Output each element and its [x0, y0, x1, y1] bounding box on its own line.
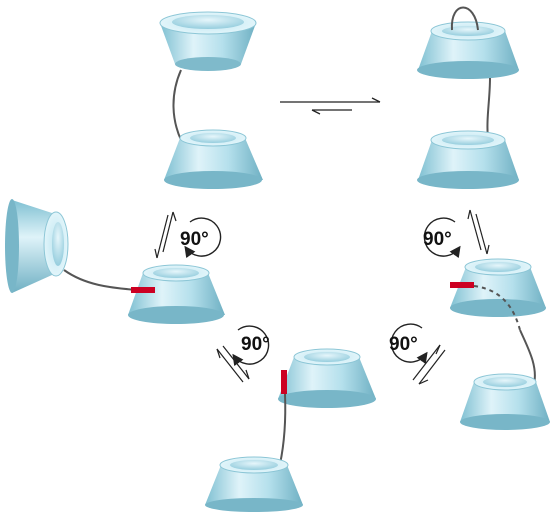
upright-cone — [450, 258, 546, 317]
red-marker — [131, 287, 155, 293]
bottom-center-pair — [205, 348, 376, 512]
equilibrium-arrows-upper-left — [154, 211, 177, 259]
tether-loop — [450, 6, 479, 31]
lower-cone — [460, 373, 550, 430]
lower-cone — [205, 456, 303, 512]
rotation-arrow-upper-left: 90° — [180, 217, 222, 259]
rotation-label: 90° — [389, 334, 418, 355]
left-side-pair — [5, 199, 225, 324]
inverted-cone — [159, 11, 257, 71]
tether-line — [63, 269, 139, 291]
right-side-pair — [450, 258, 550, 430]
top-left-pair — [159, 11, 263, 189]
upper-cone — [417, 21, 519, 79]
tether-line — [172, 69, 182, 141]
lower-cone — [417, 130, 519, 189]
equilibrium-arrows-upper-right — [467, 209, 490, 255]
dashed-tether — [473, 285, 521, 331]
upright-cone — [164, 129, 263, 189]
tether-line — [279, 393, 287, 465]
sideways-cone — [5, 199, 69, 293]
rotation-arrow-lower-left: 90° — [232, 325, 270, 367]
red-marker — [281, 370, 287, 394]
rotation-label: 90° — [423, 229, 452, 250]
tether-line — [486, 77, 491, 141]
top-right-pair — [417, 6, 519, 189]
upright-cone — [128, 264, 225, 324]
rotation-arrow-lower-right: 90° — [389, 323, 428, 365]
upright-cone — [278, 348, 376, 408]
rotation-arrow-upper-right: 90° — [423, 217, 461, 259]
equilibrium-arrows-top — [280, 97, 381, 115]
equilibrium-arrows-lower-right — [412, 344, 446, 385]
rotation-label: 90° — [241, 334, 270, 355]
rotation-label: 90° — [180, 229, 209, 250]
red-marker — [450, 282, 474, 288]
